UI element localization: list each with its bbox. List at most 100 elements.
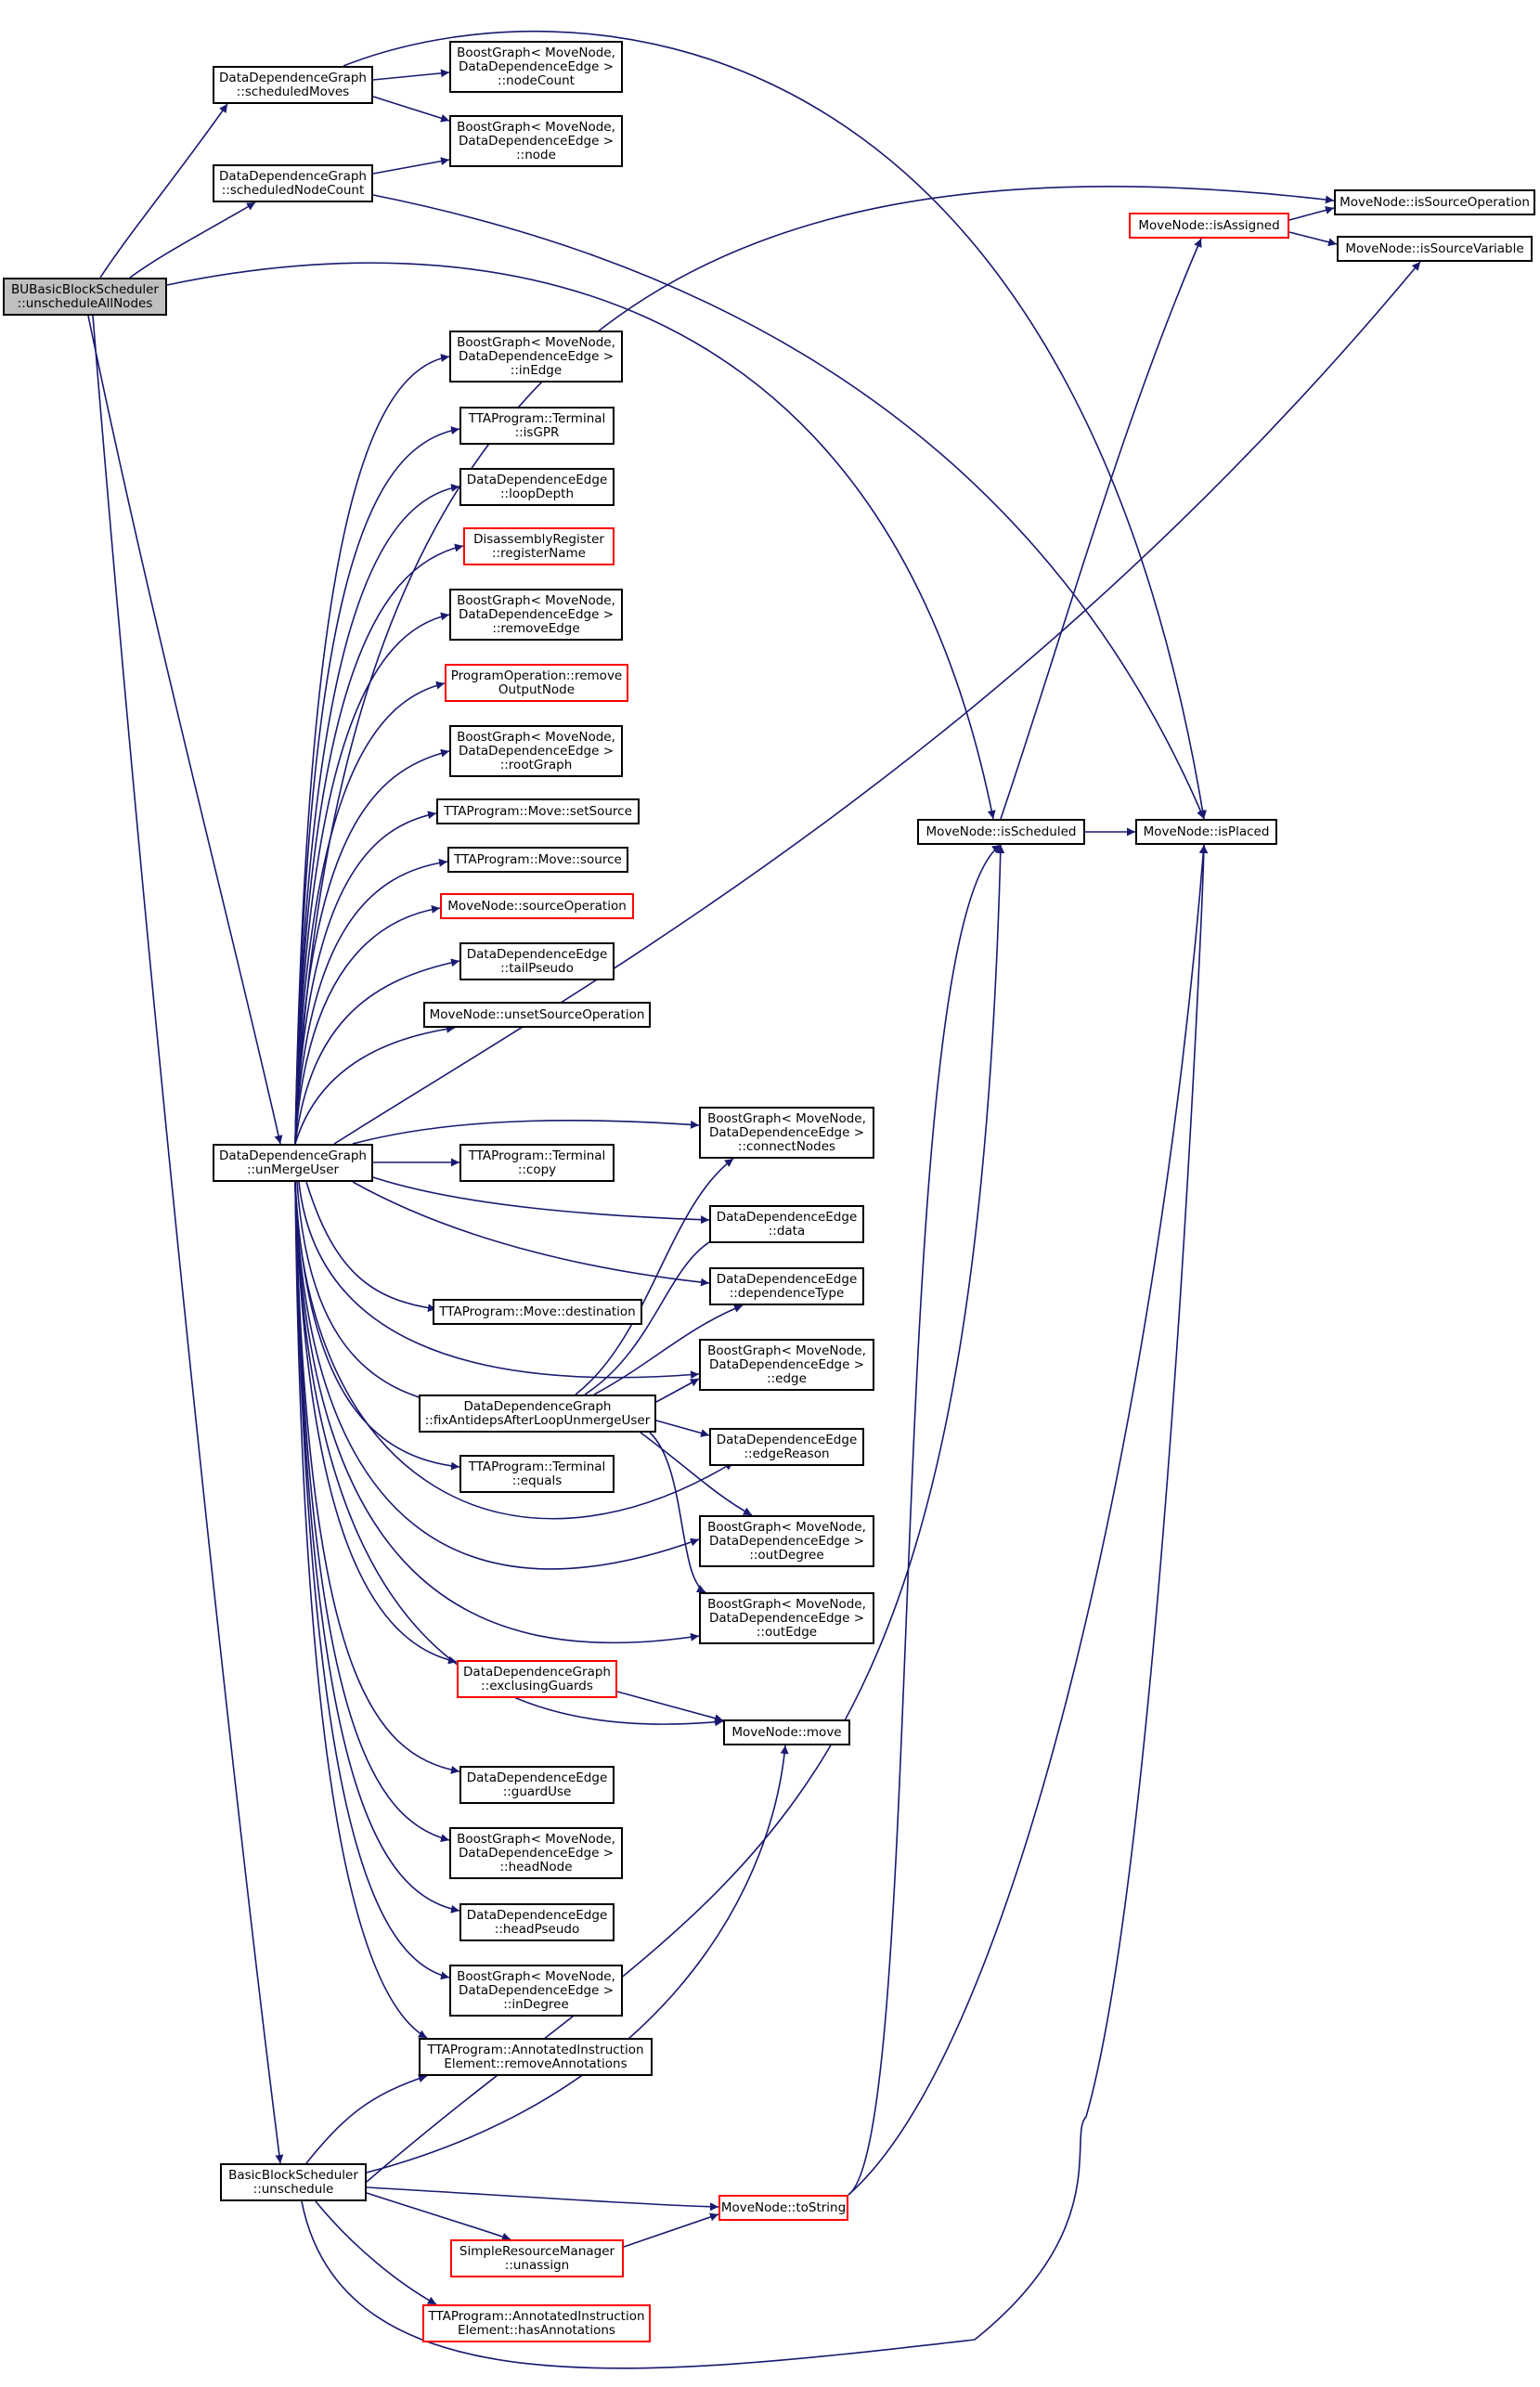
node-label: Element::hasAnnotations	[458, 2322, 615, 2338]
node-datadependenceedge-data[interactable]: DataDependenceEdge::data	[709, 1205, 864, 1243]
edge-fix-dt	[593, 1304, 744, 1395]
node-label: BoostGraph< MoveNode,	[457, 1831, 615, 1847]
node-boostgraph-nodecount[interactable]: BoostGraph< MoveNode,DataDependenceEdge …	[449, 41, 623, 93]
edge-umu-so	[294, 905, 441, 1145]
node-boostgraph-connectnodes[interactable]: BoostGraph< MoveNode,DataDependenceEdge …	[699, 1107, 874, 1159]
edge-sm-nnode	[372, 96, 450, 123]
node-terminal-equals[interactable]: TTAProgram::Terminal::equals	[459, 1455, 615, 1493]
node-label: ::exclusingGuards	[481, 1678, 593, 1693]
node-datadependenceedge-headpseudo[interactable]: DataDependenceEdge::headPseudo	[459, 1903, 615, 1941]
edge-umu-edge	[298, 1181, 700, 1380]
node-movenode-unsetsourceoperation[interactable]: MoveNode::unsetSourceOperation	[423, 1002, 651, 1028]
node-movenode-isplaced[interactable]: MoveNode::isPlaced	[1135, 819, 1277, 845]
node-label: ::data	[768, 1223, 806, 1239]
node-datadependencegraph-schedulednodecount[interactable]: DataDependenceGraph::scheduledNodeCount	[213, 164, 373, 202]
node-label: BoostGraph< MoveNode,	[707, 1519, 866, 1535]
node-label: ::loopDepth	[499, 486, 575, 501]
node-basicblockscheduler-unschedule[interactable]: BasicBlockScheduler::unschedule	[220, 2163, 367, 2201]
edge-umu-mv	[294, 1181, 724, 1727]
edge-ts-iss	[848, 844, 1002, 2196]
node-label: ::outEdge	[756, 1624, 818, 1640]
node-datadependenceedge-guarduse[interactable]: DataDependenceEdge::guardUse	[459, 1766, 615, 1804]
edge-fix-edge	[655, 1378, 700, 1403]
node-movenode-issourcevariable[interactable]: MoveNode::isSourceVariable	[1337, 236, 1533, 262]
node-datadependencegraph-scheduledmoves[interactable]: DataDependenceGraph::scheduledMoves	[213, 66, 373, 104]
node-movenode-isscheduled[interactable]: MoveNode::isScheduled	[917, 819, 1085, 845]
node-label: ::connectNodes	[737, 1138, 836, 1154]
node-movenode-isassigned[interactable]: MoveNode::isAssigned	[1129, 213, 1289, 239]
node-label: DataDependenceEdge >	[458, 606, 615, 622]
node-movenode-sourceoperation[interactable]: MoveNode::sourceOperation	[440, 893, 634, 919]
node-datadependenceedge-dependencetype[interactable]: DataDependenceEdge::dependenceType	[709, 1267, 864, 1305]
node-label: ::fixAntidepsAfterLoopUnmergeUser	[424, 1412, 651, 1428]
node-boostgraph-removeedge[interactable]: BoostGraph< MoveNode,DataDependenceEdge …	[449, 589, 623, 641]
node-bubasicblockscheduler-unscheduleallnodes[interactable]: BUBasicBlockScheduler::unscheduleAllNode…	[3, 278, 167, 316]
node-datadependenceedge-tailpseudo[interactable]: DataDependenceEdge::tailPseudo	[459, 942, 615, 980]
node-label: TTAProgram::Move::destination	[439, 1304, 636, 1319]
edge-root-sm	[99, 103, 228, 279]
node-simpleresourcemanager-unassign[interactable]: SimpleResourceManager::unassign	[450, 2239, 624, 2277]
edge-umu-eg	[294, 1181, 458, 1665]
node-move-setsource[interactable]: TTAProgram::Move::setSource	[436, 798, 640, 824]
node-movenode-move[interactable]: MoveNode::move	[723, 1719, 850, 1745]
edge-uns-isp	[301, 844, 1209, 2369]
node-label: DataDependenceEdge >	[708, 1533, 865, 1549]
edge-sm-isp	[343, 30, 1207, 820]
node-label: ::tailPseudo	[500, 960, 574, 976]
node-label: ::unMergeUser	[246, 1161, 340, 1177]
node-datadependencegraph-fixantidepsafterloopunmergeuser[interactable]: DataDependenceGraph::fixAntidepsAfterLoo…	[419, 1395, 656, 1433]
node-datadependenceedge-loopdepth[interactable]: DataDependenceEdge::loopDepth	[459, 468, 615, 506]
node-move-source[interactable]: TTAProgram::Move::source	[447, 847, 628, 873]
edge-isa-isv	[1288, 231, 1338, 247]
node-label: ::edge	[767, 1370, 807, 1386]
node-label: DataDependenceEdge	[716, 1432, 858, 1447]
node-label: MoveNode::isAssigned	[1138, 217, 1280, 233]
node-label: ::node	[516, 147, 556, 162]
edge-fix-oe	[649, 1432, 706, 1593]
node-datadependenceedge-edgereason[interactable]: DataDependenceEdge::edgeReason	[709, 1428, 864, 1466]
node-label: BoostGraph< MoveNode,	[707, 1110, 866, 1126]
node-label: ::edgeReason	[744, 1446, 830, 1461]
edge-umu-dt	[352, 1181, 710, 1287]
node-boostgraph-headnode[interactable]: BoostGraph< MoveNode,DataDependenceEdge …	[449, 1827, 623, 1879]
node-label: ::removeEdge	[492, 620, 580, 636]
node-terminal-isgpr[interactable]: TTAProgram::Terminal::isGPR	[459, 407, 615, 445]
edge-umu-hp	[294, 1181, 460, 1913]
node-disassemblyregister-registername[interactable]: DisassemblyRegister::registerName	[463, 527, 615, 565]
node-terminal-copy[interactable]: TTAProgram::Terminal::copy	[459, 1144, 615, 1182]
node-label: TTAProgram::Terminal	[468, 1459, 606, 1474]
node-datadependencegraph-exclusingguards[interactable]: DataDependenceGraph::exclusingGuards	[457, 1660, 617, 1698]
edge-fix-data	[584, 1233, 725, 1395]
node-movenode-issourceoperation[interactable]: MoveNode::isSourceOperation	[1334, 189, 1535, 215]
node-label: DataDependenceEdge >	[458, 1845, 615, 1861]
edge-umu-isv	[333, 261, 1421, 1145]
node-boostgraph-node[interactable]: BoostGraph< MoveNode,DataDependenceEdge …	[449, 115, 623, 167]
node-label: DataDependenceEdge	[466, 472, 608, 487]
node-label: DataDependenceEdge >	[458, 348, 615, 364]
edge-iss-isa	[1000, 238, 1202, 820]
node-label: TTAProgram::AnnotatedInstruction	[428, 2308, 645, 2324]
node-label: TTAProgram::Move::setSource	[444, 803, 632, 819]
edge-umu-eq	[294, 1181, 460, 1471]
node-boostgraph-indegree[interactable]: BoostGraph< MoveNode,DataDependenceEdge …	[449, 1965, 623, 2017]
node-label: BoostGraph< MoveNode,	[457, 592, 615, 608]
node-label: BUBasicBlockScheduler	[11, 281, 159, 297]
node-label: DataDependenceEdge >	[458, 133, 615, 149]
node-datadependencegraph-unmergeuser[interactable]: DataDependenceGraph::unMergeUser	[213, 1144, 373, 1182]
node-movenode-tostring[interactable]: MoveNode::toString	[718, 2195, 848, 2221]
node-boostgraph-outedge[interactable]: BoostGraph< MoveNode,DataDependenceEdge …	[699, 1592, 874, 1644]
node-label: ::nodeCount	[498, 72, 575, 88]
edge-root-snc	[129, 201, 256, 279]
node-label: ::equals	[511, 1472, 563, 1488]
node-label: ::isGPR	[514, 424, 560, 440]
edge-umu-oe	[294, 1181, 700, 1644]
node-boostgraph-outdegree[interactable]: BoostGraph< MoveNode,DataDependenceEdge …	[699, 1515, 874, 1567]
node-boostgraph-inedge[interactable]: BoostGraph< MoveNode,DataDependenceEdge …	[449, 331, 623, 383]
node-boostgraph-edge[interactable]: BoostGraph< MoveNode,DataDependenceEdge …	[699, 1339, 874, 1391]
node-label: SimpleResourceManager	[459, 2243, 615, 2259]
node-boostgraph-rootgraph[interactable]: BoostGraph< MoveNode,DataDependenceEdge …	[449, 725, 623, 777]
node-move-destination[interactable]: TTAProgram::Move::destination	[433, 1299, 642, 1325]
